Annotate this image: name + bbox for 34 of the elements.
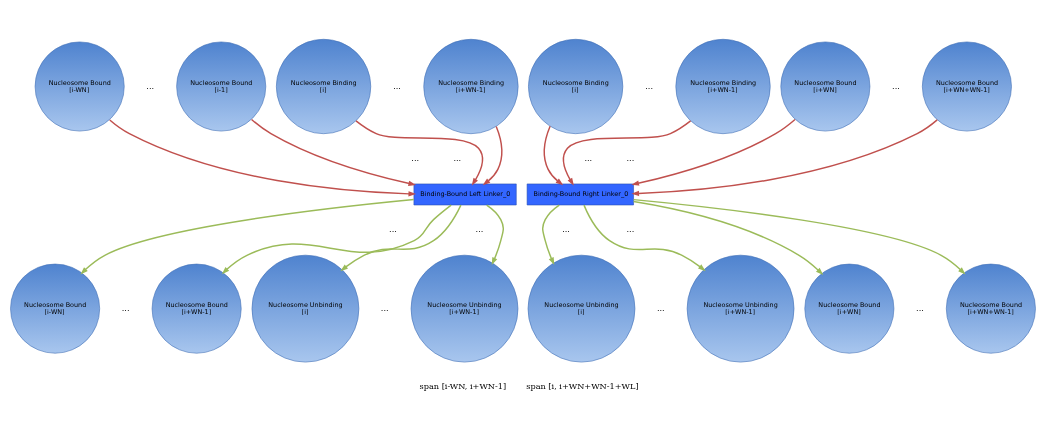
label: ... bbox=[584, 152, 593, 163]
label: ... bbox=[892, 80, 900, 91]
label: ... bbox=[562, 223, 570, 234]
label: span [i-WN, i+WN-1] bbox=[419, 380, 507, 391]
arrow bbox=[632, 200, 824, 275]
arrow bbox=[80, 198, 415, 274]
label: ... bbox=[916, 302, 924, 313]
label: ... bbox=[475, 223, 484, 234]
arrow bbox=[482, 125, 503, 185]
arrow bbox=[221, 203, 452, 274]
label: ... bbox=[411, 152, 420, 163]
label: span [i, i+WN+WN-1+WL] bbox=[526, 380, 639, 391]
label: ... bbox=[453, 152, 462, 163]
arrow bbox=[340, 203, 462, 271]
arrow bbox=[541, 203, 560, 265]
arrow bbox=[109, 118, 417, 196]
arrow bbox=[562, 119, 692, 186]
arrow bbox=[631, 118, 796, 186]
label: ... bbox=[656, 302, 665, 313]
arrow bbox=[631, 118, 938, 196]
label: ... bbox=[393, 80, 401, 91]
arrow bbox=[485, 203, 505, 265]
label: ... bbox=[626, 223, 635, 234]
arrow bbox=[355, 119, 484, 186]
arrow bbox=[583, 203, 706, 271]
arrow bbox=[632, 198, 966, 275]
label: ... bbox=[146, 80, 155, 91]
label: ... bbox=[645, 80, 654, 91]
label: ... bbox=[626, 152, 635, 163]
arrow bbox=[543, 125, 564, 185]
arrow bbox=[250, 118, 416, 186]
label: ... bbox=[380, 302, 389, 313]
label: ... bbox=[121, 302, 130, 313]
label: ... bbox=[389, 223, 397, 234]
